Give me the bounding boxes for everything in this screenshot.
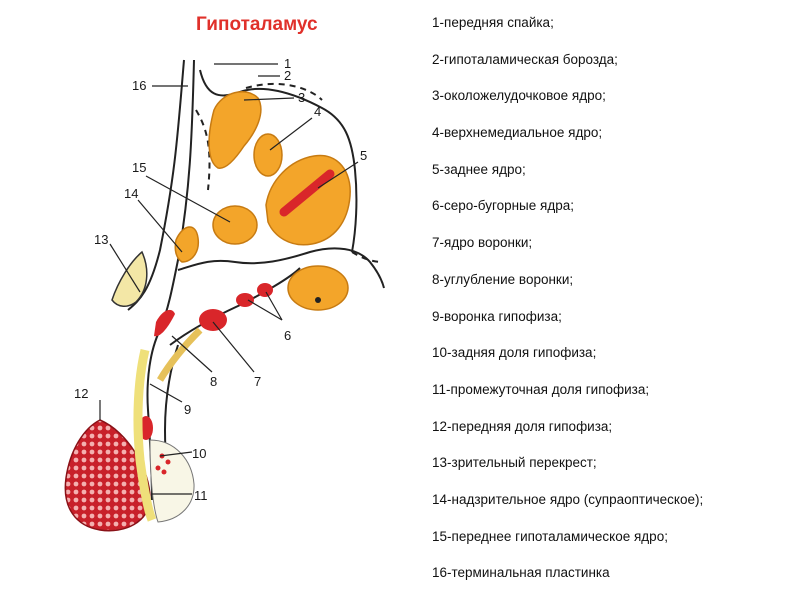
red-stripe-left [154,309,175,337]
callout-8: 8 [210,374,217,389]
anterior-hypothalamic-nucleus [212,205,258,245]
hypothalamus-diagram: 1 2 3 4 5 6 7 8 9 10 11 12 13 14 15 16 [64,56,385,532]
legend-item: 10-задняя доля гипофиза; [432,345,597,361]
callout-16: 16 [132,78,146,93]
callout-14: 14 [124,186,138,201]
callout-15: 15 [132,160,146,175]
legend-item: 15-переднее гипоталамическое ядро; [432,528,668,544]
dorsomedial-nucleus [253,133,283,177]
red-nuclei [139,283,273,440]
posterior-lobe-dots [155,453,171,475]
legend-item: 11-промежуточная доля гипофиза; [432,381,650,397]
orange-nuclei [174,91,351,311]
mammillary-dot [315,297,321,303]
slide-title: Гипоталамус [196,14,318,35]
intermediate-lobe [133,348,157,522]
posterior-lobe [149,439,195,523]
supraoptic-nucleus [174,226,200,263]
callout-13: 13 [94,232,108,247]
paraventricular-nucleus [208,91,262,169]
dashed-sulcus-lines [195,82,383,263]
legend-item: 3-околожелудочковое ядро; [432,88,606,104]
legend-item: 13-зрительный перекрест; [432,455,597,471]
callout-6: 6 [284,328,291,343]
callout-1: 1 [284,56,291,71]
legend-list: 1-передняя спайка; 2-гипоталамическая бо… [432,14,797,601]
legend-item: 2-гипоталамическая борозда; [432,51,618,67]
callout-2: 2 [284,68,291,83]
legend-item: 16-терминальная пластинка [432,565,610,581]
callout-5: 5 [360,148,367,163]
tuberal-nucleus-a [236,293,254,307]
legend-item: 12-передняя доля гипофиза; [432,418,613,434]
callout-11: 11 [194,488,208,503]
legend-item: 7-ядро воронки; [432,235,533,251]
leader-lines [99,63,359,495]
callout-9: 9 [184,402,191,417]
optic-chiasm [111,250,148,307]
callout-numbers: 1 2 3 4 5 6 7 8 9 10 11 12 13 14 15 16 [74,56,367,503]
mammillary-body [287,265,349,311]
legend-item: 6-серо-бугорные ядра; [432,198,574,214]
callout-3: 3 [298,90,305,105]
posterior-nucleus-stripe [279,169,335,217]
callout-12: 12 [74,386,88,401]
legend-item: 4-верхнемедиальное ядро; [432,125,603,141]
legend-item: 1-передняя спайка; [432,15,554,30]
legend-item: 9-воронка гипофиза; [432,308,562,324]
tuberal-nucleus-b [257,283,273,297]
legend-item: 8-углубление воронки; [432,271,574,287]
legend-item: 14-надзрительное ядро (супраоптическое); [432,491,704,507]
callout-7: 7 [254,374,261,389]
legend-item: 5-заднее ядро; [432,161,526,177]
infundibular-nucleus [199,309,227,331]
infundibular-stalk [156,327,203,382]
callout-4: 4 [314,104,321,119]
callout-10: 10 [192,446,206,461]
